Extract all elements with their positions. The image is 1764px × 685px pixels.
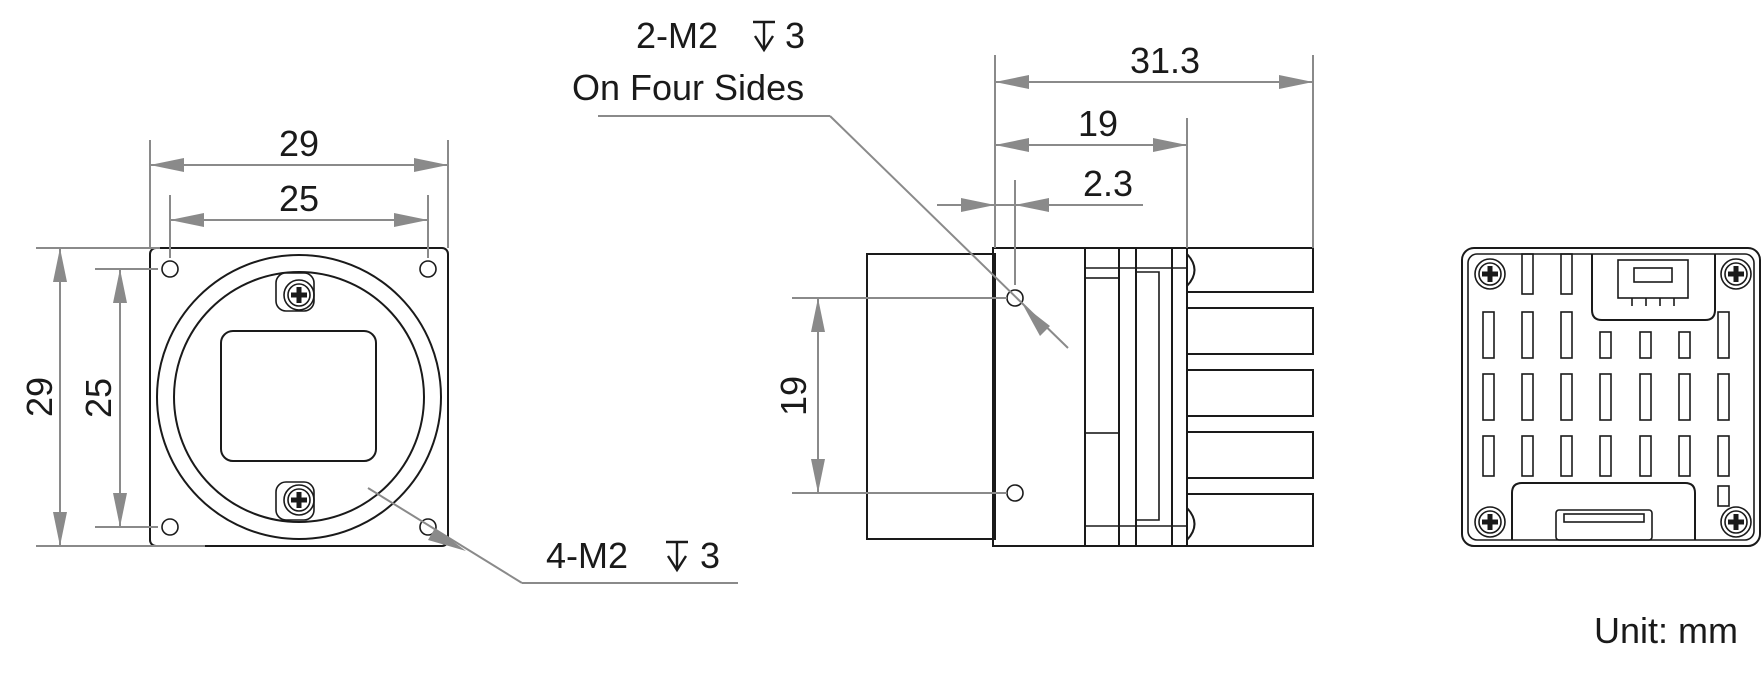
sensor-window — [220, 330, 377, 462]
dimension-hole-offset: 2.3 — [937, 163, 1143, 285]
top-connector-icon — [1617, 259, 1689, 299]
callout-4-m2-depth: 3 — [700, 535, 720, 576]
dim-label-height-holes-side: 19 — [773, 376, 814, 416]
phillips-screw-icon — [283, 484, 315, 516]
phillips-screw-icon — [1474, 258, 1506, 290]
vent-slots — [1482, 253, 1730, 507]
dim-label-width-holes: 25 — [279, 178, 319, 219]
dim-label-length-body: 19 — [1078, 103, 1118, 144]
heat-sink-fins — [1186, 247, 1314, 547]
lens-mount-outer-ring — [156, 254, 442, 540]
mount-hole-bottom-left — [161, 518, 179, 536]
callout-4-m2-label: 4-M2 — [546, 535, 628, 576]
dim-label-height-outer: 29 — [19, 377, 60, 417]
side-screw-top — [1186, 253, 1196, 287]
dimension-length-total: 31.3 — [994, 40, 1314, 248]
dimension-width-holes: 25 — [169, 178, 429, 258]
depth-symbol-icon — [664, 540, 690, 572]
side-mount-hole-top — [1006, 289, 1024, 307]
callout-2-m2: 2-M2 3 On Four Sides — [572, 15, 1069, 349]
mount-hole-top-right — [419, 260, 437, 278]
dimension-height-holes: 25 — [78, 268, 158, 528]
front-body-outline — [149, 247, 449, 547]
phillips-screw-icon — [1720, 506, 1752, 538]
top-connector-housing — [1591, 254, 1716, 321]
front-view: 29 25 29 25 — [19, 123, 738, 584]
callout-2-m2-note: On Four Sides — [572, 67, 804, 108]
side-view: 31.3 19 2.3 19 — [572, 15, 1314, 547]
bottom-connector-housing — [1511, 482, 1696, 540]
front-plate — [992, 247, 1086, 547]
dimension-height-outer: 29 — [19, 247, 205, 547]
side-screw-bottom — [1186, 507, 1196, 541]
dimension-width-outer: 29 — [149, 123, 449, 248]
dim-label-length-total: 31.3 — [1130, 40, 1200, 81]
dim-label-height-holes: 25 — [78, 378, 119, 418]
dim-label-width-outer: 29 — [279, 123, 319, 164]
dim-label-hole-offset: 2.3 — [1083, 163, 1133, 204]
callout-2-m2-depth: 3 — [785, 15, 805, 56]
dimension-length-body: 19 — [995, 103, 1188, 248]
lens-barrel — [866, 253, 996, 540]
middle-frame — [1084, 247, 1188, 547]
dimension-height-holes-side: 19 — [773, 297, 1007, 494]
phillips-screw-icon — [1474, 506, 1506, 538]
depth-symbol-icon — [751, 20, 777, 52]
units-label: Unit: mm — [1594, 610, 1738, 651]
callout-2-m2-label: 2-M2 — [636, 15, 718, 56]
side-mount-hole-bottom — [1006, 484, 1024, 502]
mount-hole-bottom-right — [419, 518, 437, 536]
bottom-connector-icon — [1555, 509, 1653, 541]
callout-4-m2: 4-M2 3 — [367, 487, 738, 584]
rear-body-outline — [1461, 247, 1761, 547]
lens-mount-inner-ring — [173, 271, 425, 523]
rear-view — [1461, 247, 1761, 547]
mount-hole-top-left — [161, 260, 179, 278]
phillips-screw-icon — [1720, 258, 1752, 290]
phillips-screw-icon — [283, 279, 315, 311]
